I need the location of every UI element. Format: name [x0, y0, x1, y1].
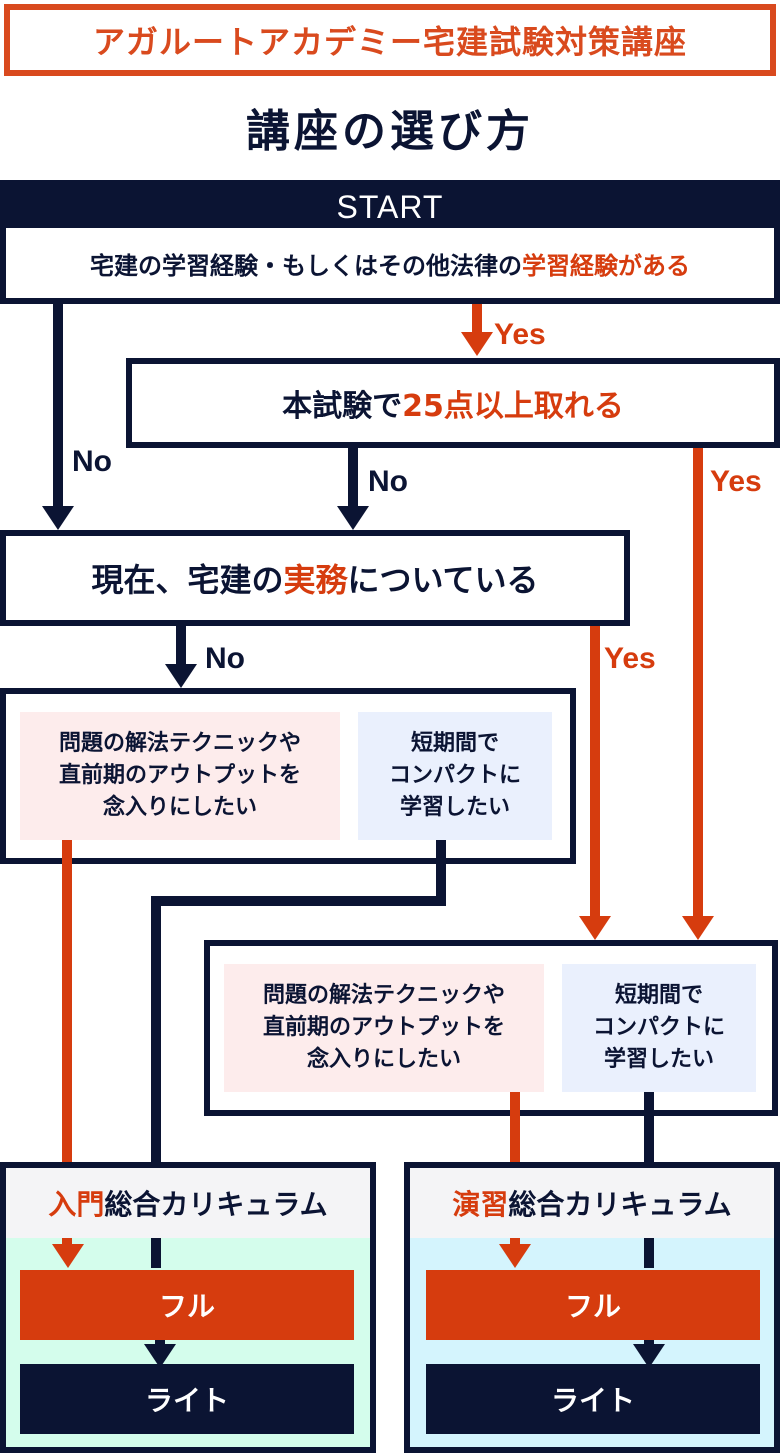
choice-compact-left[interactable]: 短期間で コンパクトに 学習したい — [358, 712, 552, 840]
connector-q3-no — [176, 626, 186, 668]
question-real-estate-work: 現在、宅建の実務についている — [0, 530, 630, 626]
banner-title: アガルートアカデミー宅建試験対策講座 — [92, 23, 687, 61]
connector-intro-lite — [151, 1238, 161, 1268]
connector-right-compact — [644, 1092, 654, 1170]
arrow-down-icon — [461, 332, 493, 356]
connector-left-compact — [436, 840, 446, 906]
connector-left-compact-h — [151, 896, 446, 906]
arrow-down-icon — [682, 916, 714, 940]
result-intro-header: 入門総合カリキュラム — [6, 1168, 370, 1238]
arrow-down-icon — [52, 1244, 84, 1268]
connector-right-technique — [510, 1092, 520, 1170]
question-score-25: 本試験で25点以上取れる — [126, 358, 780, 448]
arrow-down-icon — [337, 506, 369, 530]
intro-lite-button[interactable]: ライト — [20, 1364, 354, 1434]
intro-full-button[interactable]: フル — [20, 1270, 354, 1340]
connector-q3-yes — [590, 626, 600, 918]
practice-full-button[interactable]: フル — [426, 1270, 760, 1340]
question-learning-experience: 宅建の学習経験・もしくはその他法律の学習経験がある — [0, 228, 780, 304]
arrow-down-icon — [579, 916, 611, 940]
label-yes: Yes — [604, 642, 656, 675]
connector-left-compact-v — [151, 896, 161, 1170]
label-no: No — [72, 445, 112, 478]
banner: アガルートアカデミー宅建試験対策講座 — [4, 4, 776, 76]
page-title: 講座の選び方 — [246, 106, 534, 157]
arrow-down-icon — [42, 506, 74, 530]
start-header: START — [0, 180, 780, 234]
arrow-down-icon — [165, 664, 197, 688]
connector-practice-lite — [644, 1238, 654, 1268]
connector-q1-no — [53, 304, 63, 510]
connector-q1-yes — [472, 304, 482, 334]
label-yes: Yes — [494, 318, 546, 351]
connector-q2-no — [348, 448, 358, 510]
practice-lite-button[interactable]: ライト — [426, 1364, 760, 1434]
choice-technique-right[interactable]: 問題の解法テクニックや 直前期のアウトプットを 念入りにしたい — [224, 964, 544, 1092]
label-yes: Yes — [710, 465, 762, 498]
label-no: No — [205, 642, 245, 675]
result-practice-header: 演習総合カリキュラム — [410, 1168, 774, 1238]
choice-compact-right[interactable]: 短期間で コンパクトに 学習したい — [562, 964, 756, 1092]
choice-technique-left[interactable]: 問題の解法テクニックや 直前期のアウトプットを 念入りにしたい — [20, 712, 340, 840]
connector-q2-yes — [693, 448, 703, 918]
label-no: No — [368, 465, 408, 498]
arrow-down-icon — [499, 1244, 531, 1268]
connector-left-technique — [62, 840, 72, 1170]
